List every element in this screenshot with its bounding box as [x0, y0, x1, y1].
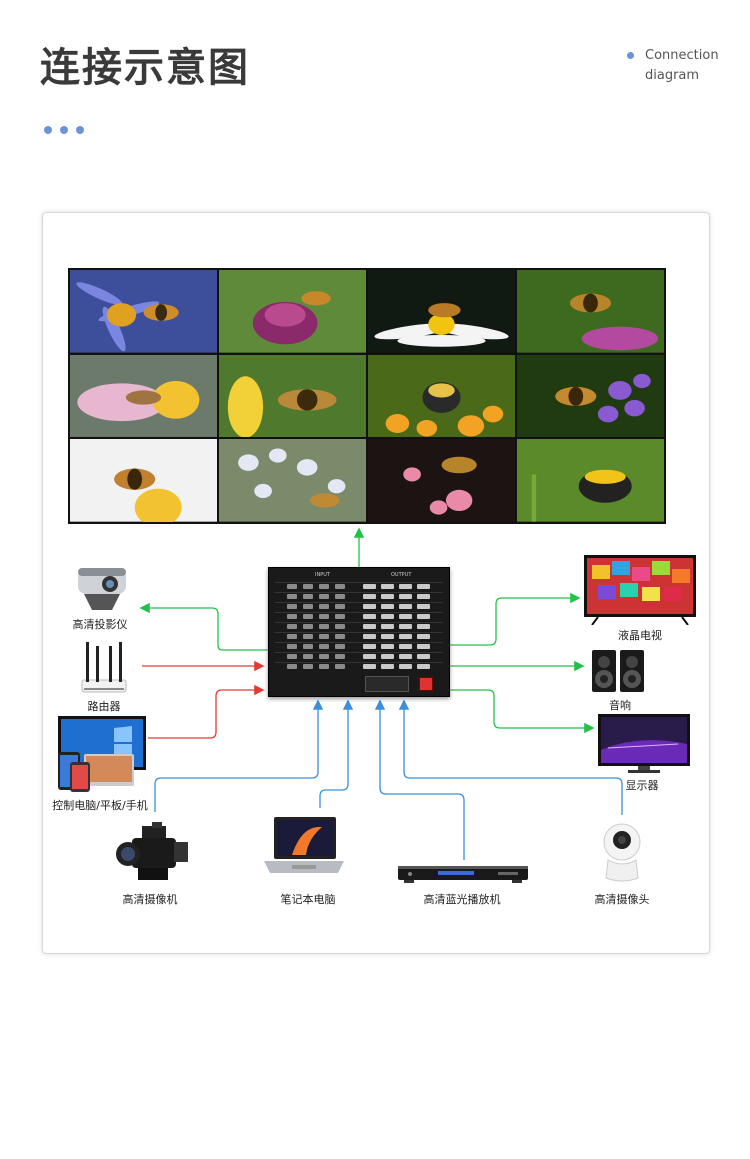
power-switch-icon — [419, 677, 433, 691]
matrix-row — [275, 612, 443, 621]
video-wall-tile — [368, 439, 515, 522]
camcorder-icon — [112, 820, 192, 886]
projector-icon — [70, 558, 134, 614]
bluray-player-icon — [398, 862, 528, 886]
router-label: 路由器 — [87, 700, 121, 713]
page-title: 连接示意图 — [40, 45, 250, 91]
monitor-label: 显示器 — [625, 779, 659, 792]
video-wall-tile — [70, 354, 217, 438]
tv-icon — [584, 555, 696, 625]
decorative-dots — [44, 126, 84, 134]
video-wall-tile — [517, 439, 664, 522]
router-icon — [80, 640, 128, 696]
matrix-row — [275, 652, 443, 661]
dot — [44, 126, 52, 134]
bullet-dot — [627, 52, 634, 59]
video-wall-tile — [219, 354, 366, 438]
matrix-row — [275, 632, 443, 641]
english-subtitle-line1: Connection — [645, 48, 719, 63]
security-camera-icon — [600, 820, 644, 884]
english-subtitle: Connection diagram — [627, 46, 738, 86]
bluray-label: 高清蓝光播放机 — [423, 893, 501, 906]
video-wall-tile — [368, 354, 515, 438]
ipcam-label: 高清摄像头 — [594, 893, 650, 906]
matrix-row — [275, 642, 443, 651]
speaker-label: 音响 — [609, 699, 631, 712]
video-wall-tile — [70, 270, 217, 353]
control-label: 控制电脑/平板/手机 — [52, 799, 148, 812]
projector-label: 高清投影仪 — [72, 618, 128, 631]
monitor-icon — [598, 714, 690, 774]
matrix-row — [275, 622, 443, 631]
lcd-tv-label: 液晶电视 — [618, 629, 662, 642]
matrix-control-panel — [365, 676, 409, 692]
dot — [76, 126, 84, 134]
matrix-row — [275, 602, 443, 611]
matrix-output-label: OUTPUT — [391, 572, 412, 578]
video-wall-tile — [368, 270, 515, 353]
video-wall-tile — [219, 439, 366, 522]
computer-devices-icon — [54, 714, 148, 794]
laptop-icon — [262, 815, 346, 881]
matrix-row — [275, 582, 443, 591]
camcorder-label: 高清摄像机 — [122, 893, 178, 906]
matrix-row — [275, 592, 443, 601]
english-subtitle-line2: diagram — [645, 68, 700, 83]
dot — [60, 126, 68, 134]
matrix-switcher: INPUT OUTPUT — [268, 567, 450, 697]
matrix-input-label: INPUT — [315, 572, 330, 578]
video-wall-tile — [219, 270, 366, 353]
video-wall-tile — [517, 354, 664, 438]
laptop-label: 笔记本电脑 — [280, 893, 336, 906]
speaker-icon — [590, 648, 646, 694]
video-wall — [68, 268, 666, 524]
video-wall-tile — [70, 439, 217, 522]
video-wall-tile — [517, 270, 664, 353]
matrix-row — [275, 662, 443, 671]
